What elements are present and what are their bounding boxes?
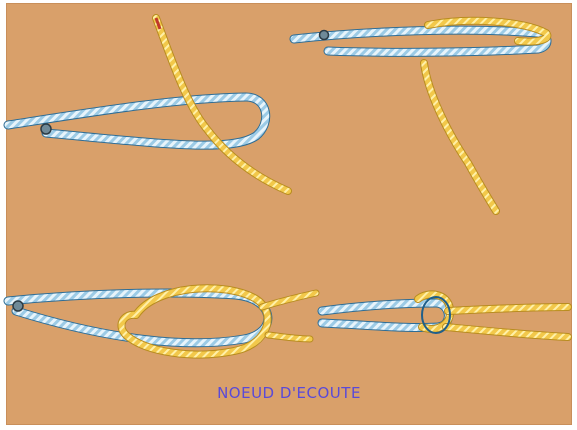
step-2-illustration	[288, 3, 572, 223]
caption: NOEUD D'ECOUTE	[6, 384, 572, 402]
step-4-illustration	[318, 273, 572, 383]
blue-rope-bight	[322, 303, 448, 328]
blue-rope-bight	[294, 30, 547, 52]
illustration-panel: NOEUD D'ECOUTE	[6, 3, 572, 425]
step-1-illustration	[6, 3, 306, 213]
blue-rope-loop	[8, 97, 266, 145]
step-3-illustration	[6, 273, 326, 383]
